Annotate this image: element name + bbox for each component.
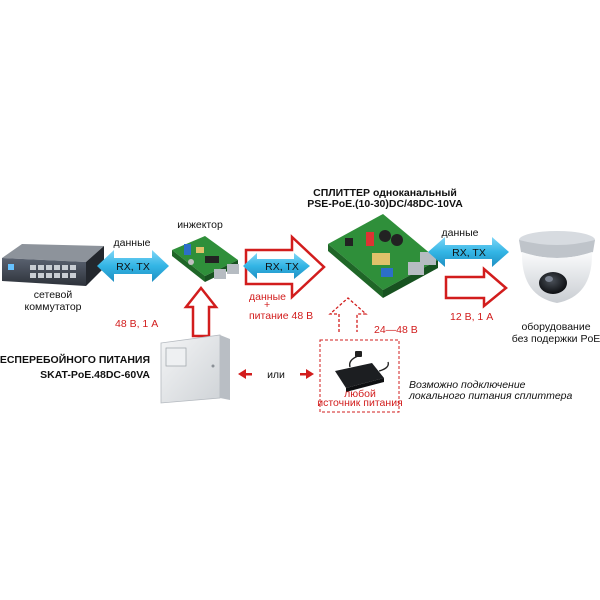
splitter-title: СПЛИТТЕР одноканальный: [313, 187, 457, 199]
dome-camera-icon: [519, 231, 595, 303]
data-arrow-right: [428, 237, 509, 267]
data-label-mid: данные: [249, 291, 286, 303]
plus-sign: +: [264, 299, 270, 311]
data-label-right: данные: [442, 227, 479, 239]
rxtx-label-right: RX, TX: [452, 247, 486, 259]
output-power-label: 12 В, 1 А: [450, 311, 493, 323]
injector-power-label: 48 В, 1 А: [115, 318, 158, 330]
power-arrow-right: [444, 266, 508, 309]
data-arrow-mid: [243, 253, 310, 279]
power-arrow-up: [183, 285, 219, 338]
ups-cabinet-icon: [160, 334, 230, 404]
switch-label-line2: коммутатор: [24, 301, 81, 313]
splitter-model: PSE-PoE.(10-30)DC/48DC-10VA: [307, 198, 463, 210]
power-adapter-icon: [335, 351, 389, 392]
voltage-range-label: 24—48 В: [374, 324, 418, 336]
ups-model: SKAT-PoE.48DC-60VA: [40, 369, 150, 381]
rxtx-label-left: RX, TX: [116, 261, 150, 273]
adapter-label-line1: любой: [344, 388, 376, 400]
or-double-arrow: [238, 369, 314, 379]
or-label: или: [267, 369, 285, 381]
camera-label-line2: без подержки PoE: [512, 333, 600, 345]
local-power-note-line2: локального питания сплиттера: [408, 390, 573, 402]
poe-injector-board-icon: [172, 236, 239, 282]
network-switch-icon: [2, 244, 104, 286]
adapter-label-line2: источник питания: [317, 397, 403, 409]
adapter-dashed-frame: [319, 339, 400, 413]
switch-label-line1: сетевой: [34, 289, 73, 301]
rxtx-label-mid: RX, TX: [265, 261, 299, 273]
local-power-dashed-arrow: [328, 297, 368, 332]
poe-splitter-board-icon: [328, 214, 438, 298]
camera-label-line1: оборудование: [521, 321, 590, 333]
local-power-note-line1: Возможно подключение: [409, 379, 526, 391]
ups-caption: ИСТОЧНИК БЕСПЕРЕБОЙНОГО ПИТАНИЯ: [0, 353, 150, 366]
data-label-left: данные: [114, 237, 151, 249]
data-arrow-left: [97, 250, 169, 282]
injector-label: инжектор: [177, 219, 223, 231]
power-label-mid: питание 48 В: [249, 310, 313, 322]
